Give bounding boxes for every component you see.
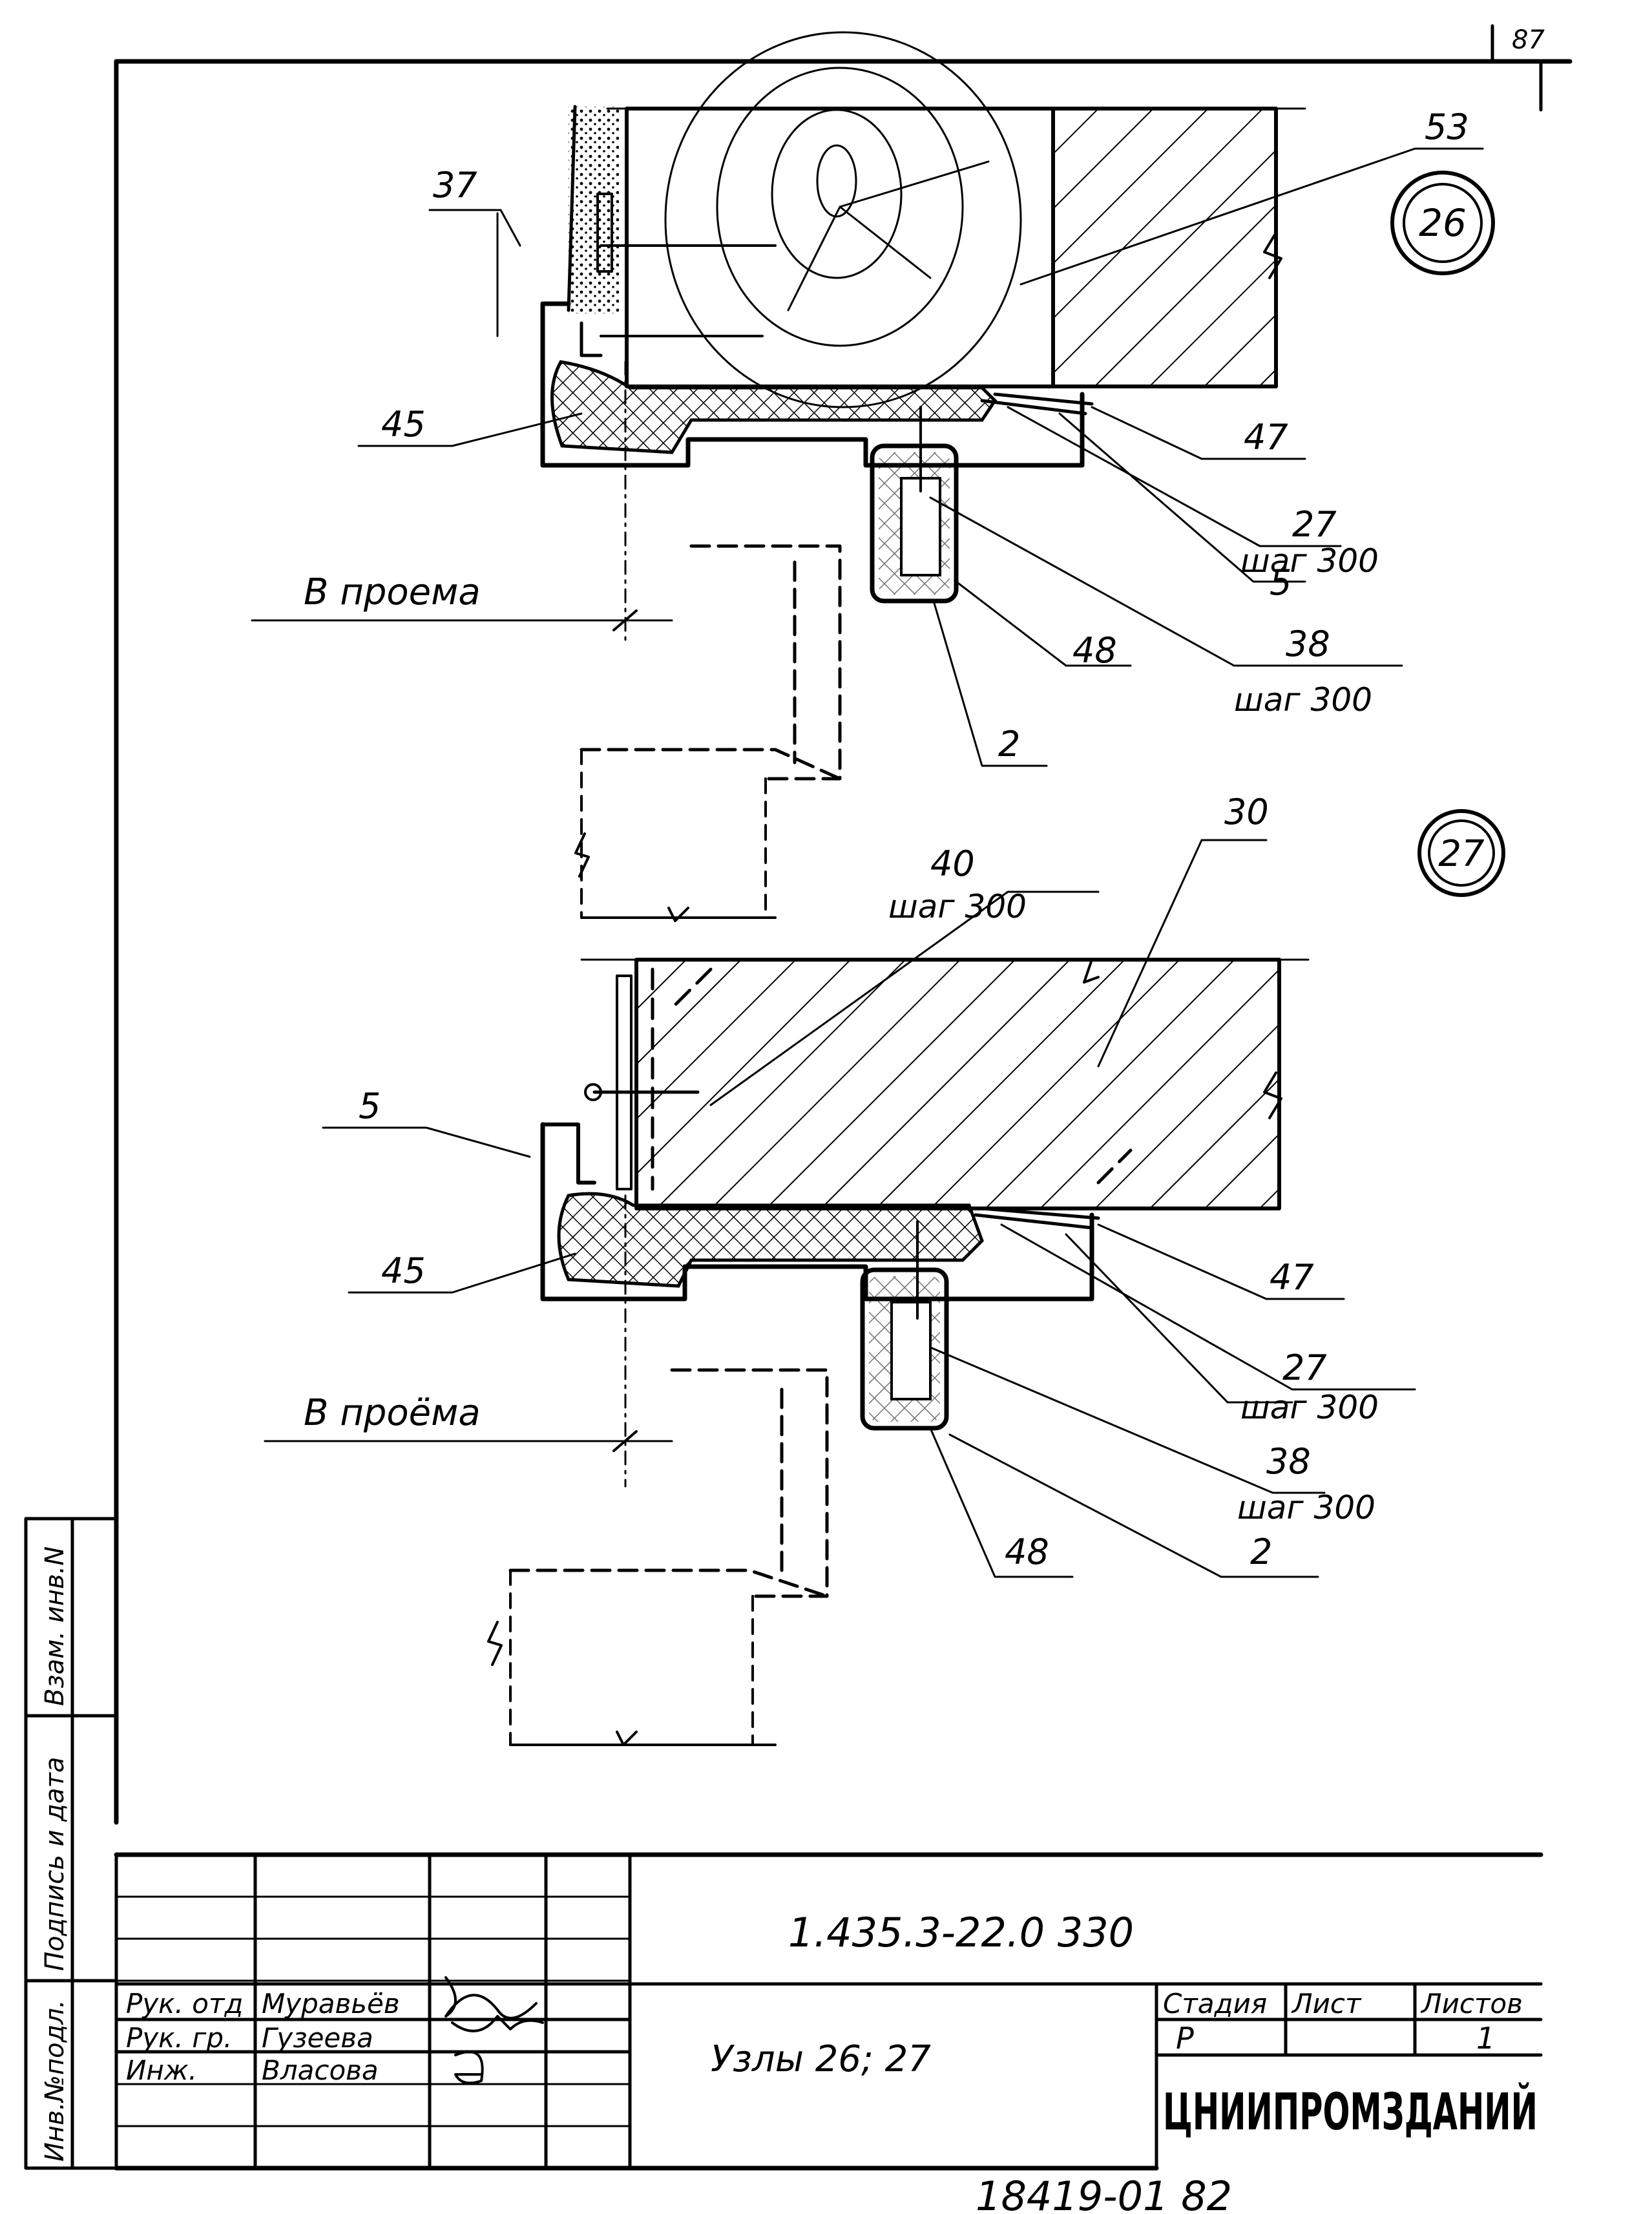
label-27: 27 — [1292, 504, 1337, 545]
role-0: Рук. отд — [126, 1988, 243, 2019]
label-2: 2 — [998, 724, 1020, 764]
sheet-number-top: 87 — [1512, 25, 1545, 55]
side-inv-replace: Взам. инв.N — [40, 1546, 70, 1706]
label-5: 5 — [1270, 562, 1291, 603]
label-37: 37 — [433, 165, 477, 206]
role-2: Инж. — [126, 2054, 197, 2086]
label-40-step: шаг 300 — [888, 888, 1027, 925]
side-stamp: Инв.№подл. Подпись и дата Взам. инв.N — [24, 1517, 118, 2170]
label-48: 48 — [1072, 630, 1117, 671]
label-opening-lower: В проёма — [304, 1392, 481, 1434]
label-45: 45 — [381, 404, 426, 445]
label-opening-upper: В проема — [304, 571, 481, 613]
drawing-title: Узлы 26; 27 — [711, 2038, 931, 2080]
upper-leaders — [357, 147, 1484, 767]
node-26-marker: 26 — [1390, 171, 1495, 275]
lower-concrete-slab — [636, 960, 1279, 1208]
lower-detail — [264, 958, 1310, 1746]
stage-header: Стадия — [1163, 1988, 1267, 2019]
lower-frame-profile — [557, 1192, 984, 1288]
lower-leaders — [322, 839, 1416, 1578]
label-38-step: шаг 300 — [1234, 681, 1372, 719]
title-block — [114, 1852, 1543, 2171]
label-27-step: шаг 300 — [1240, 542, 1379, 580]
label-45-lower: 45 — [381, 1250, 426, 1291]
upper-hanging-profile — [870, 443, 959, 604]
label-38: 38 — [1286, 624, 1330, 664]
label-38-lower: 38 — [1266, 1441, 1311, 1482]
label-47-lower: 47 — [1270, 1257, 1314, 1298]
label-5-lower: 5 — [359, 1086, 381, 1126]
label-27-step-lower: шаг 300 — [1240, 1389, 1379, 1426]
sheet-value: 1 — [1476, 2021, 1495, 2056]
stage-value: Р — [1176, 2021, 1194, 2056]
node-26-label: 26 — [1419, 201, 1467, 245]
sheets-header: Листов — [1420, 1988, 1523, 2019]
organization: ЦНИИПРОМЗДАНИЙ — [1163, 2082, 1538, 2142]
label-53: 53 — [1425, 107, 1469, 147]
label-2-lower: 2 — [1250, 1532, 1272, 1572]
node-27-marker: 27 — [1417, 809, 1505, 897]
name-0: Муравьёв — [262, 1988, 400, 2019]
label-38-step-lower: шаг 300 — [1237, 1489, 1375, 1526]
name-2: Власова — [262, 2054, 379, 2086]
upper-detail — [251, 31, 1306, 922]
signatures — [444, 1976, 544, 2085]
label-30: 30 — [1224, 792, 1269, 832]
label-27-lower: 27 — [1282, 1347, 1327, 1388]
timber-grain — [664, 31, 1022, 408]
upper-brick-wall — [1053, 109, 1276, 386]
label-47: 47 — [1244, 417, 1288, 458]
role-1: Рук. гр. — [126, 2022, 232, 2054]
label-48-lower: 48 — [1005, 1532, 1049, 1572]
upper-frame-profile — [550, 360, 998, 454]
bottom-code: 18419-01 82 — [976, 2173, 1232, 2214]
sheet-frame — [114, 24, 1573, 1825]
lower-hanging-profile — [860, 1267, 949, 1431]
name-1: Гузеева — [262, 2022, 373, 2054]
upper-labels: 53 37 45 47 27 шаг 300 5 38 шаг 300 48 2… — [304, 107, 1469, 764]
side-sign-date: Подпись и дата — [40, 1757, 70, 1971]
lower-labels: 30 40 шаг 300 5 45 47 27 шаг 300 38 шаг … — [304, 792, 1379, 1572]
side-inv-orig: Инв.№подл. — [40, 1999, 70, 2162]
sheet-header: Лист — [1291, 1988, 1362, 2019]
node-27-label: 27 — [1438, 833, 1485, 875]
doc-code: 1.435.3-22.0 330 — [788, 1909, 1134, 1956]
label-40: 40 — [930, 843, 975, 884]
signatories: Рук. отд Рук. гр. Инж. Муравьёв Гузеева … — [126, 1976, 544, 2086]
